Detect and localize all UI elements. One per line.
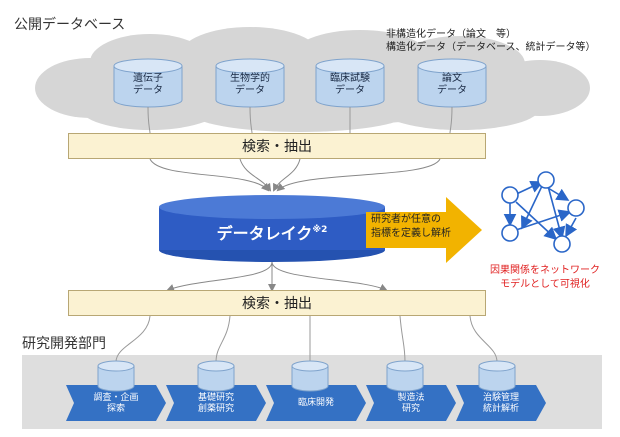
db-cylinder-3 (315, 58, 385, 108)
db-cylinder-2 (215, 58, 285, 108)
rnd-steps (66, 385, 546, 421)
analysis-arrow-line2: 指標を定義し解析 (371, 228, 451, 239)
network-caption-line2: モデルとして可視化 (500, 279, 590, 290)
db-label-line: データ (437, 85, 467, 96)
lower-diverge-arrows (166, 261, 388, 292)
unstructured-data-note: 非構造化データ（論文 等） (386, 29, 516, 40)
rnd-step-line: 創薬研究 (197, 404, 234, 414)
rnd-step-line: 基礎研究 (197, 393, 234, 403)
rnd-step-line: 探索 (106, 404, 125, 414)
rnd-step-line: 臨床開発 (297, 398, 334, 408)
db-label-biological: 生物学的 データ (216, 73, 284, 97)
db-label-line: 遺伝子 (133, 73, 163, 84)
rnd-step-label: 調査・企画 探索 (73, 393, 159, 415)
data-lake-label: データレイク※2 (158, 220, 386, 244)
structured-data-note: 構造化データ（データベース、統計データ等） (386, 42, 596, 53)
rnd-step-label: 製造法 研究 (368, 393, 454, 415)
db-label-line: 臨床試験 (330, 73, 370, 84)
rnd-step-label: 治験管理 統計解析 (458, 393, 544, 415)
data-lake-footnote: ※2 (312, 225, 328, 235)
data-lake-text: データレイク (216, 224, 313, 243)
network-caption-line1: 因果関係をネットワーク (490, 265, 600, 276)
db-label-clinical-trial: 臨床試験 データ (316, 73, 384, 97)
upper-converge-arrows (149, 158, 441, 192)
rnd-step-line: 治験管理 (482, 393, 519, 403)
network-diagram (501, 171, 585, 253)
analysis-arrow-label: 研究者が任意の 指標を定義し解析 (371, 213, 457, 241)
db-label-line: 論文 (442, 73, 462, 84)
db-cylinder-4 (417, 58, 487, 108)
db-label-line: データ (133, 85, 163, 96)
db-label-line: データ (335, 85, 365, 96)
rnd-step-label: 臨床開発 (273, 398, 359, 409)
public-db-title: 公開データベース (14, 17, 126, 33)
db-label-genetic: 遺伝子 データ (114, 73, 182, 97)
db-label-line: 生物学的 (230, 73, 270, 84)
cloud-connectors (147, 106, 453, 134)
rnd-step-line: 調査・企画 (93, 393, 139, 403)
db-label-papers: 論文 データ (418, 73, 486, 97)
rnd-connectors (115, 315, 498, 363)
analysis-arrow (366, 197, 482, 263)
data-lake-cylinder (159, 195, 385, 262)
db-cylinder-1 (113, 58, 183, 108)
rnd-step-label: 基礎研究 創薬研究 (173, 393, 259, 415)
rnd-step-line: 研究 (401, 404, 420, 414)
rnd-step-line: 製造法 (397, 393, 425, 403)
search-extract-bar-bottom: 検索・抽出 (68, 290, 486, 316)
search-extract-bar-top: 検索・抽出 (68, 133, 486, 159)
rnd-cylinders (97, 360, 516, 392)
analysis-arrow-line1: 研究者が任意の (371, 214, 441, 225)
rnd-title: 研究開発部門 (22, 336, 106, 352)
rnd-step-line: 統計解析 (482, 404, 519, 414)
db-label-line: データ (235, 85, 265, 96)
network-caption: 因果関係をネットワーク モデルとして可視化 (470, 264, 620, 292)
